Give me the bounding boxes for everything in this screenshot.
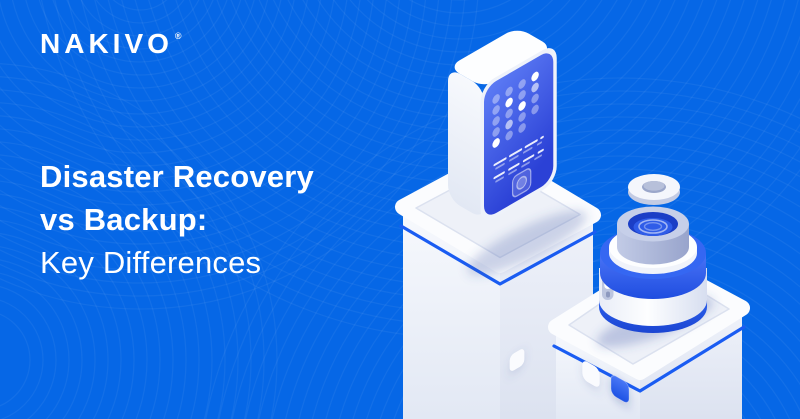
storage-cylinder (599, 206, 707, 333)
headline-line1: Disaster Recovery (40, 159, 314, 194)
headline-line2: vs Backup: (40, 202, 208, 237)
pedestal-accent-stripe (552, 325, 746, 393)
server-status-lines (493, 135, 544, 183)
pedestal-accent-stripe (399, 224, 597, 286)
brand-logo: NAKIVO® (40, 30, 182, 58)
headline-line3: Key Differences (40, 245, 262, 280)
cylinder-collar (617, 206, 689, 265)
server-tower (448, 30, 557, 220)
server-power-emblem (511, 168, 532, 198)
headline: Disaster Recovery vs Backup: Key Differe… (40, 155, 314, 284)
pedestal-button-white (509, 349, 525, 374)
logo-text: NAKIVO (40, 28, 173, 59)
trademark-symbol: ® (174, 31, 182, 41)
floating-ring (628, 174, 680, 205)
pedestal-button-white (582, 361, 600, 390)
server-led-grid (492, 71, 539, 148)
pedestal-button-blue (610, 374, 630, 406)
